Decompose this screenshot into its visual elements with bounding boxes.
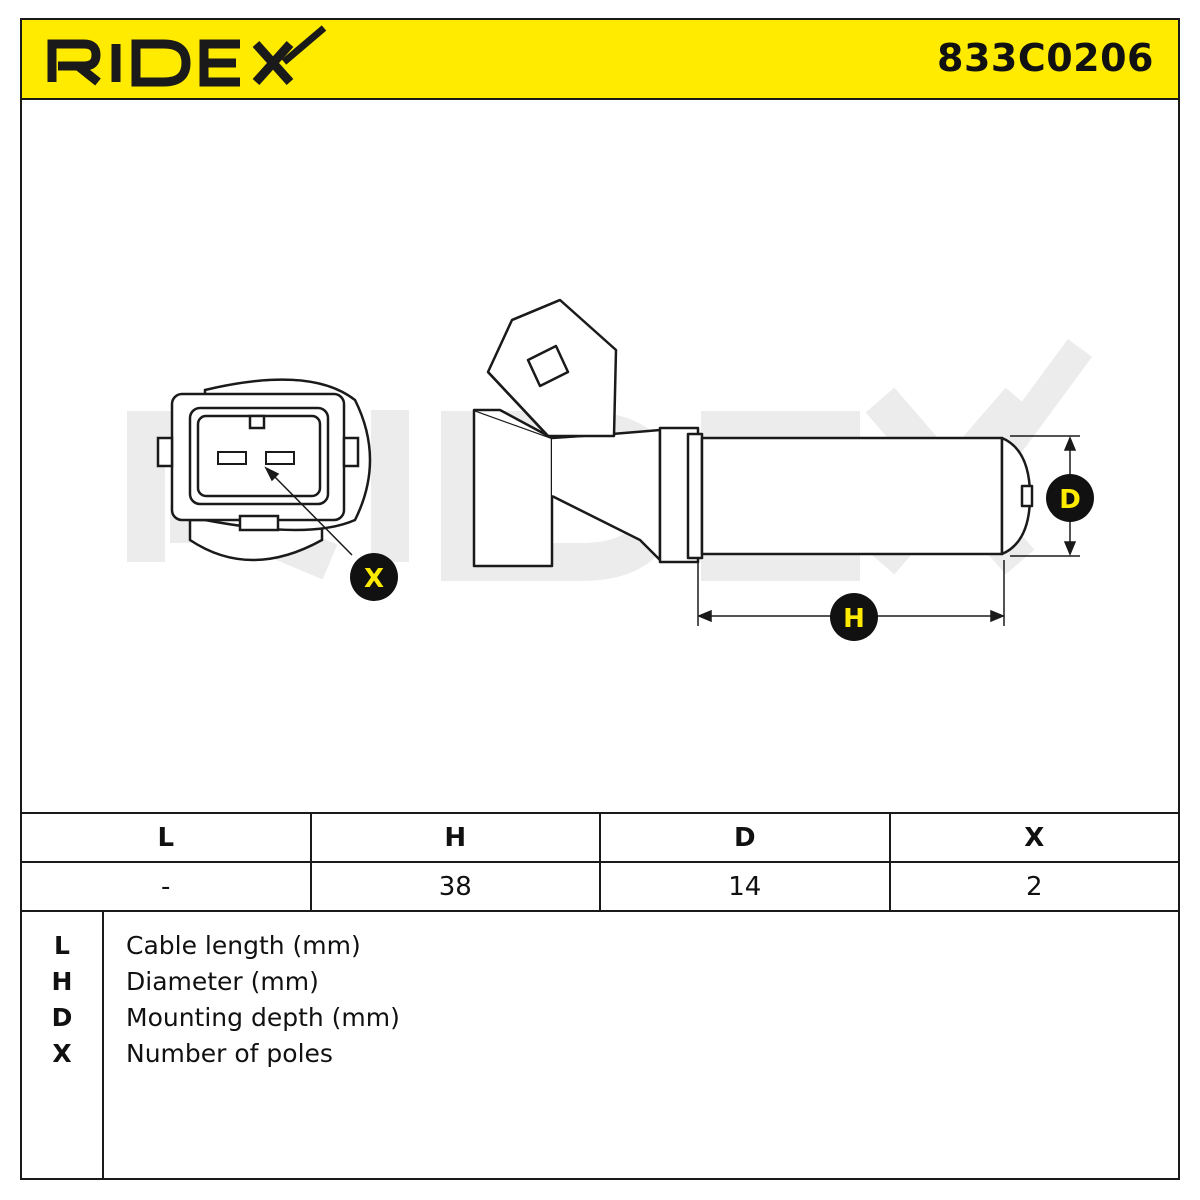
- header-h: H: [309, 812, 601, 863]
- legend: L Cable length (mm) H Diameter (mm) D Mo…: [20, 910, 1180, 1180]
- header-bar: 833C0206: [20, 18, 1180, 100]
- svg-text:D: D: [1059, 485, 1081, 515]
- value-h: 38: [309, 861, 601, 912]
- value-l: -: [20, 861, 312, 912]
- legend-key: X: [52, 1039, 72, 1068]
- value-d: 14: [599, 861, 891, 912]
- legend-text: Number of poles: [126, 1039, 333, 1068]
- legend-text: Mounting depth (mm): [126, 1003, 400, 1032]
- legend-text: Diameter (mm): [126, 967, 319, 996]
- legend-key: D: [51, 1003, 73, 1032]
- value-x: 2: [888, 861, 1180, 912]
- header-d: D: [599, 812, 891, 863]
- legend-item: L Cable length (mm): [22, 928, 1178, 964]
- legend-key: L: [54, 931, 70, 960]
- legend-divider: [102, 910, 104, 1178]
- svg-text:X: X: [364, 564, 384, 594]
- svg-text:H: H: [843, 604, 865, 634]
- spec-header-row: L H D X: [20, 812, 1180, 863]
- legend-text: Cable length (mm): [126, 931, 361, 960]
- ridex-logo: [47, 25, 327, 87]
- connector-front-view: [156, 378, 372, 562]
- part-number: 833C0206: [937, 36, 1154, 80]
- legend-item: D Mounting depth (mm): [22, 1000, 1178, 1036]
- spec-value-row: - 38 14 2: [20, 861, 1180, 912]
- callout-d: D: [1046, 474, 1094, 522]
- legend-item: X Number of poles: [22, 1036, 1178, 1072]
- sensor-diagram: X D H: [127, 298, 1094, 641]
- callout-h: H: [830, 593, 878, 641]
- legend-item: H Diameter (mm): [22, 964, 1178, 1000]
- legend-key: H: [51, 967, 73, 996]
- header-l: L: [20, 812, 312, 863]
- spec-table: L H D X - 38 14 2: [20, 812, 1180, 912]
- callout-x: X: [350, 553, 398, 601]
- header-x: X: [888, 812, 1180, 863]
- sensor-side-view: [472, 298, 1034, 568]
